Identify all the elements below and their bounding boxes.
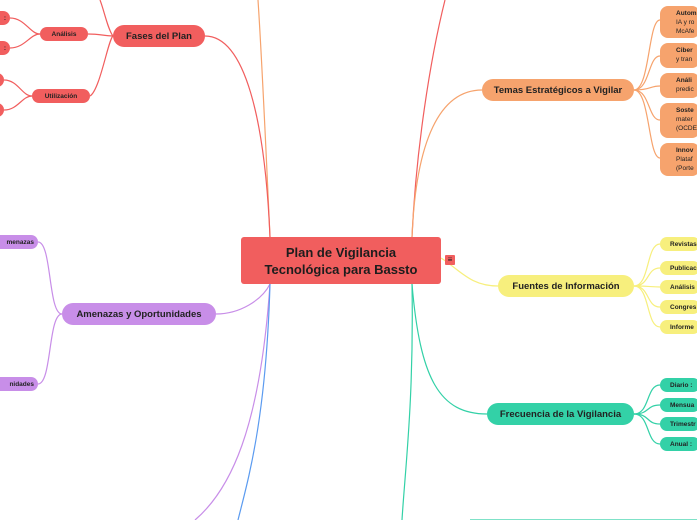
tema-card-line: mater xyxy=(676,116,693,123)
tema-card-line: (OCDE xyxy=(676,125,697,132)
subtopic-utilizacion[interactable]: Utilización xyxy=(32,89,90,103)
hamburger-menu-icon[interactable]: ≡ xyxy=(445,255,455,265)
subtopic-utilizacion-item-1[interactable] xyxy=(0,73,4,87)
tema-card-line: Plataf xyxy=(676,156,693,163)
fuente-item-1[interactable]: Revistas xyxy=(660,237,697,251)
fuente-item-4[interactable]: Congres xyxy=(660,300,697,314)
fuente-item-5[interactable]: Informe xyxy=(660,320,697,334)
subtopic-utilizacion-item-2[interactable] xyxy=(0,103,4,117)
tema-card-line: y tran xyxy=(676,56,693,63)
topic-temas-estrategicos[interactable]: Temas Estratégicos a Vigilar xyxy=(482,79,634,101)
tema-card-innovacion[interactable]: Innov Plataf (Porte xyxy=(660,143,697,176)
tema-card-line: IA y ro xyxy=(676,19,695,26)
subtopic-amenazas[interactable]: menazas xyxy=(0,235,38,249)
frecuencia-item-diario[interactable]: Diario : xyxy=(660,378,697,392)
tema-card-sostenibilidad[interactable]: Soste mater (OCDE xyxy=(660,103,697,138)
frecuencia-item-anual[interactable]: Anual : xyxy=(660,437,697,451)
subtopic-oportunidades[interactable]: nidades xyxy=(0,377,38,391)
topic-fuentes-de-informacion[interactable]: Fuentes de Información xyxy=(498,275,634,297)
tema-card-line: predic xyxy=(676,86,694,93)
tema-card-title: Autom xyxy=(676,10,697,17)
fuente-item-2[interactable]: Publicac xyxy=(660,261,697,275)
tema-card-title: Soste xyxy=(676,107,694,114)
frecuencia-item-trimestral[interactable]: Trimestr xyxy=(660,417,697,431)
topic-fases-del-plan[interactable]: Fases del Plan xyxy=(113,25,205,47)
tema-card-automatizacion[interactable]: Autom IA y ro McAfe xyxy=(660,6,697,38)
tema-card-title: Análi xyxy=(676,77,692,84)
subtopic-analisis[interactable]: Análisis xyxy=(40,27,88,41)
topic-amenazas-y-oportunidades[interactable]: Amenazas y Oportunidades xyxy=(62,303,216,325)
central-topic[interactable]: Plan de Vigilancia Tecnológica para Bass… xyxy=(241,237,441,284)
topic-frecuencia-de-la-vigilancia[interactable]: Frecuencia de la Vigilancia xyxy=(487,403,634,425)
tema-card-analisis[interactable]: Análi predic xyxy=(660,73,697,98)
tema-card-title: Innov xyxy=(676,147,694,154)
fuente-item-3[interactable]: Análisis xyxy=(660,280,697,294)
tema-card-title: Ciber xyxy=(676,47,693,54)
subtopic-analisis-item-1[interactable]: : xyxy=(0,11,10,25)
tema-card-ciberseguridad[interactable]: Ciber y tran xyxy=(660,43,697,68)
subtopic-analisis-item-2[interactable]: : xyxy=(0,41,10,55)
tema-card-line: McAfe xyxy=(676,28,695,35)
frecuencia-item-mensual[interactable]: Mensua xyxy=(660,398,697,412)
tema-card-line: (Porte xyxy=(676,165,694,172)
